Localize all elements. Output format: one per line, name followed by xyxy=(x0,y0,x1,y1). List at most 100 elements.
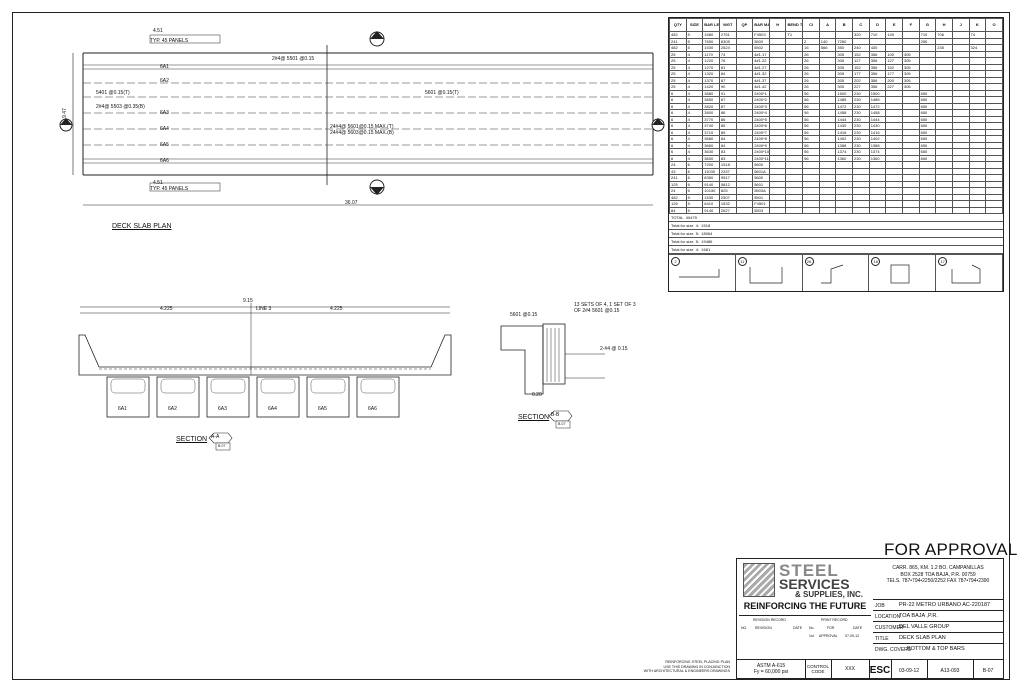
schedule-cell xyxy=(985,115,1003,123)
schedule-cell: 5 xyxy=(685,206,704,214)
section-aa-left-dim: 4.225 xyxy=(160,306,173,312)
logo-mark-icon xyxy=(743,563,775,597)
schedule-cell xyxy=(985,109,1003,117)
date-cell: 03-09-12 xyxy=(891,660,928,680)
schedule-cell xyxy=(985,83,1003,91)
drawing-sheet xyxy=(12,12,1010,680)
section-bb-note-0: 5601 @0.15 xyxy=(510,312,538,318)
bend-type-cell: 2 xyxy=(669,255,736,291)
schedule-col-header: BAR LENGTH xyxy=(702,18,720,32)
schedule-cell xyxy=(985,76,1003,84)
schedule-cell: 2627 xyxy=(718,206,737,214)
schedule-col-header: QTY xyxy=(669,18,687,32)
schedule-cell: 2400*4 xyxy=(752,109,770,117)
company-slogan: REINFORCING THE FUTURE xyxy=(743,601,867,611)
schedule-cell: 2400*5 xyxy=(752,115,770,123)
schedule-cell: 5503 xyxy=(752,206,770,214)
plan-note-5: 24#4@ 5601@0.15 MAX.(T) xyxy=(330,124,394,130)
cell-label-4: 6A4 xyxy=(268,406,277,412)
schedule-col-header: H xyxy=(768,18,787,32)
bend-type-cell: 26 xyxy=(803,255,870,291)
bar-label-6: 6A6 xyxy=(160,158,169,164)
schedule-col-header: J xyxy=(951,18,970,32)
schedule-cell xyxy=(785,206,804,214)
section-aa-top-dim: 9.15 xyxy=(243,298,253,304)
schedule-cell: 2400*2 xyxy=(752,96,770,104)
schedule-col-header: G xyxy=(918,18,937,32)
schedule-col-header: D xyxy=(868,18,887,32)
schedule-cell: 9140 xyxy=(702,206,720,214)
plan-title: DECK SLAB PLAN xyxy=(112,223,172,230)
schedule-cell xyxy=(985,89,1003,97)
schedule-cell: 2400*11 xyxy=(752,154,770,162)
plan-note-3: 5601 @0.15(T) xyxy=(425,90,459,96)
schedule-cell xyxy=(935,206,953,214)
section-aa-tag xyxy=(208,432,233,451)
section-bb-tag-text: B-B xyxy=(551,412,560,418)
bar-label-5: 6A5 xyxy=(160,142,169,148)
schedule-cell xyxy=(985,63,1003,71)
bar-label-2: 6A2 xyxy=(160,78,169,84)
plan-note-2: 5401 @0.15(T) xyxy=(96,90,130,96)
schedule-col-header: E xyxy=(885,18,903,32)
schedule-totals: TOTAL 40479 Total for size 4: 1518 Total… xyxy=(669,214,1003,254)
overall-length: 36.07 xyxy=(345,200,358,206)
section-b-b xyxy=(500,323,605,395)
section-aa-sheet: B-07 xyxy=(218,444,226,448)
schedule-cell xyxy=(818,206,837,214)
schedule-col-header: K xyxy=(968,18,987,32)
schedule-cell: 2400*7 xyxy=(752,128,770,136)
schedule-cell: 2400*1 xyxy=(752,89,770,97)
bend-types: 2 11 26 16 17 xyxy=(669,254,1003,291)
company-address: CARR. 865, KM. 1.2 BO. CAMPANILLAS BOX 2… xyxy=(886,565,990,584)
dwg-number-cell: B-07 xyxy=(982,668,994,674)
schedule-col-header: A xyxy=(818,18,837,32)
cell-label-3: 6A3 xyxy=(218,406,227,412)
schedule-cell: 2400*9 xyxy=(752,141,770,149)
schedule-cell xyxy=(951,206,970,214)
revision-record: REVISION RECORD PRINT RECORD NO. REVISIO… xyxy=(739,615,871,656)
width-dim: 9.47 xyxy=(61,108,68,118)
schedule-cell xyxy=(918,206,937,214)
schedule-cell xyxy=(802,206,820,214)
size-total-row: Total for size 4: 1681 xyxy=(669,246,1003,254)
schedule-col-header: CI xyxy=(802,18,820,32)
schedule-col-header: BEND TYP xyxy=(785,18,804,32)
cell-label-6: 6A6 xyxy=(368,406,377,412)
panels-note-bottom: TYP. 45 PANELS xyxy=(150,186,189,192)
schedule-cell xyxy=(768,206,787,214)
section-aa-cl: LINE 3 xyxy=(256,306,272,312)
title-block: STEEL SERVICES & SUPPLIES, INC. REINFORC… xyxy=(736,558,1004,680)
section-aa-right-dim: 4.225 xyxy=(330,306,343,312)
approval-stamp: FOR APPROVAL xyxy=(884,540,1018,559)
schedule-cell: 2400*8 xyxy=(752,135,770,143)
schedule-cell xyxy=(735,206,754,214)
bar-label-4: 6A4 xyxy=(160,126,169,132)
section-aa-title: SECTION xyxy=(176,436,208,443)
section-a-a xyxy=(78,303,452,418)
bar-label-3: 6A3 xyxy=(160,110,169,116)
section-bb-title: SECTION xyxy=(518,414,550,421)
schedule-col-header: BAR MARK xyxy=(752,18,770,32)
schedule-cell xyxy=(985,70,1003,78)
schedule-col-header: SIZE xyxy=(685,18,704,32)
control-code-cell: CONTROL CODE xyxy=(805,660,832,680)
